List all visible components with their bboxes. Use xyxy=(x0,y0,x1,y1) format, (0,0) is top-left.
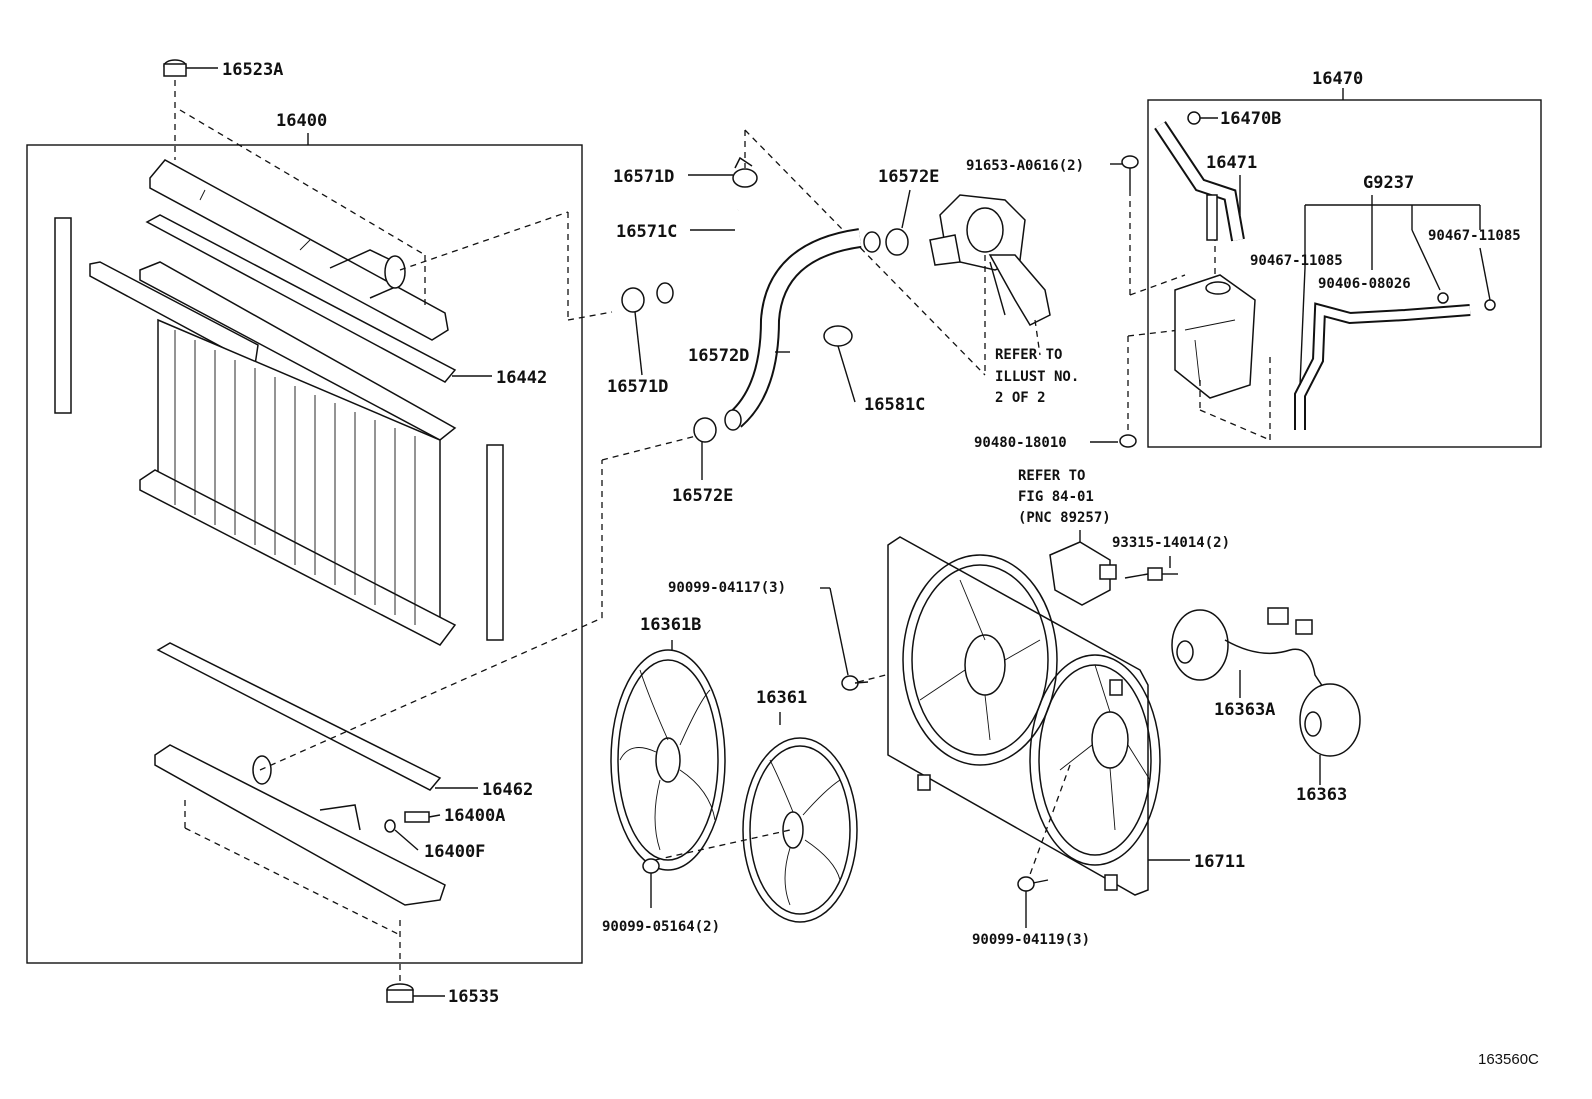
refer-note-1-line2: ILLUST NO. xyxy=(995,369,1079,385)
side-seal-right xyxy=(486,444,504,641)
label-16711: 16711 xyxy=(1194,852,1245,872)
label-16471: 16471 xyxy=(1206,153,1257,173)
label-90099-05164: 90099-05164(2) xyxy=(602,919,720,935)
label-16400A: 16400A xyxy=(444,806,505,826)
bolt-91653 xyxy=(1110,155,1139,190)
bolt-90099-04119 xyxy=(1017,876,1049,928)
label-16571D-bottom: 16571D xyxy=(607,377,668,397)
motor-16363A xyxy=(1171,607,1326,698)
label-16361: 16361 xyxy=(756,688,807,708)
refer-note-2-line2: FIG 84-01 xyxy=(1018,489,1094,505)
label-90099-04117: 90099-04117(3) xyxy=(668,580,786,596)
water-inlet-housing xyxy=(929,194,1051,326)
fan-16361 xyxy=(742,712,858,923)
label-G9237: G9237 xyxy=(1363,173,1414,193)
label-16400F: 16400F xyxy=(424,842,485,862)
label-16572E-bottom: 16572E xyxy=(672,486,733,506)
label-90099-04119: 90099-04119(3) xyxy=(972,932,1090,948)
label-16363: 16363 xyxy=(1296,785,1347,805)
label-16442: 16442 xyxy=(496,368,547,388)
label-16572D: 16572D xyxy=(688,346,749,366)
radiator-assembly-box xyxy=(26,144,583,964)
drawing-code: 163560C xyxy=(1478,1051,1539,1068)
fan-shroud-16711 xyxy=(887,536,1190,896)
label-16523A: 16523A xyxy=(222,60,283,80)
upper-tank xyxy=(149,159,449,341)
clamp-16470B xyxy=(1187,111,1218,125)
clamp-16571D-bottom xyxy=(621,287,645,376)
refer-note-1-line1: REFER TO xyxy=(995,347,1062,363)
drain-cock xyxy=(384,811,441,851)
hose-16572D xyxy=(724,228,881,431)
label-91653: 91653-A0616(2) xyxy=(966,158,1084,174)
label-93315: 93315-14014(2) xyxy=(1112,535,1230,551)
cushion-16535 xyxy=(386,983,445,1003)
gasket-16442 xyxy=(145,214,492,383)
fan-controller xyxy=(1049,530,1117,606)
bolt-93315 xyxy=(1124,556,1178,581)
label-90467-right: 90467-11085 xyxy=(1428,228,1521,244)
label-16361B: 16361B xyxy=(640,615,701,635)
refer-note-2-line1: REFER TO xyxy=(1018,468,1085,484)
label-16572E-top: 16572E xyxy=(878,167,939,187)
bolt-90099-04117 xyxy=(820,587,869,691)
reservoir-assembly-box xyxy=(1147,99,1542,448)
hose-G9237 xyxy=(1294,195,1496,430)
refer-note-2-line3: (PNC 89257) xyxy=(1018,510,1111,526)
label-16470: 16470 xyxy=(1312,69,1363,89)
clamp-16581C xyxy=(823,325,856,403)
clamp-16571D-top xyxy=(688,156,758,188)
refer-note-1-line3: 2 OF 2 xyxy=(995,390,1046,406)
motor-16363 xyxy=(1299,683,1361,785)
label-90467-left: 90467-11085 xyxy=(1250,253,1343,269)
fan-16361B xyxy=(610,640,726,871)
label-16581C: 16581C xyxy=(864,395,925,415)
hose-16471 xyxy=(1154,121,1245,242)
label-16571D-top: 16571D xyxy=(613,167,674,187)
label-16535: 16535 xyxy=(448,987,499,1007)
side-seal-left xyxy=(54,217,72,414)
gasket-16462 xyxy=(156,642,478,791)
clamp-16572E-bottom xyxy=(693,417,717,480)
radiator-cap-16523A xyxy=(163,59,218,77)
radiator-core xyxy=(89,261,457,646)
hose-16571C xyxy=(656,208,746,304)
lower-tank xyxy=(154,744,446,906)
reservoir-tank xyxy=(1174,274,1256,399)
label-16363A: 16363A xyxy=(1214,700,1275,720)
label-16571C: 16571C xyxy=(616,222,677,242)
label-16462: 16462 xyxy=(482,780,533,800)
nut-90099-05164 xyxy=(642,858,660,908)
label-16470B: 16470B xyxy=(1220,109,1281,129)
label-90406: 90406-08026 xyxy=(1318,276,1411,292)
clip-90480 xyxy=(1090,434,1137,448)
label-90480: 90480-18010 xyxy=(974,435,1067,451)
label-16400: 16400 xyxy=(276,111,327,131)
clamp-16572E-top xyxy=(885,189,911,256)
